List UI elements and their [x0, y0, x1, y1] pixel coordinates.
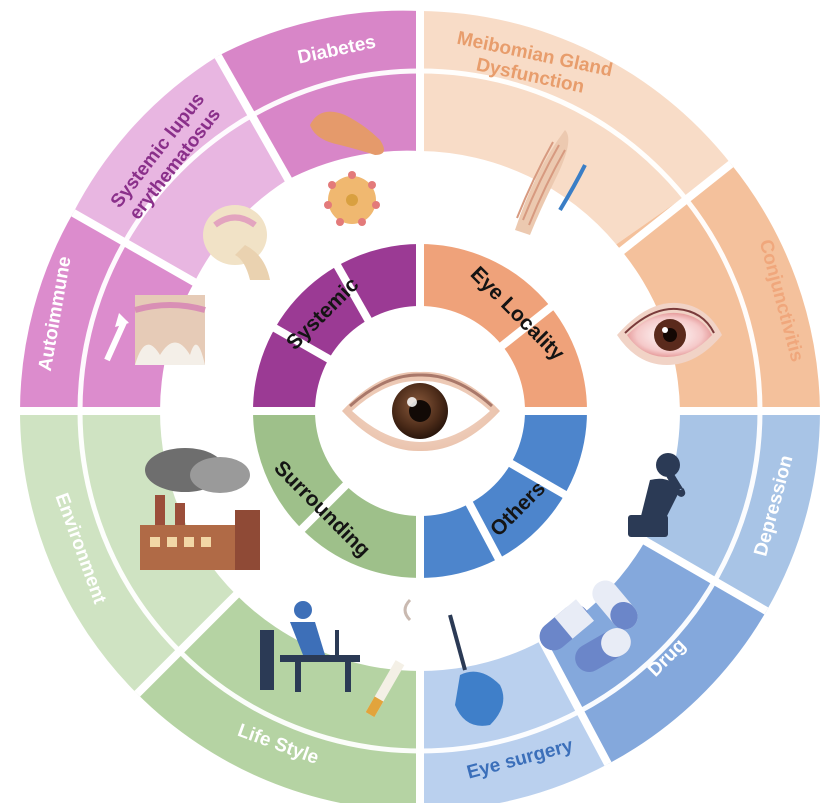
- eye-icon: [342, 371, 500, 452]
- segment-meibomian-gland-dysfunction[interactable]: [420, 11, 731, 245]
- desk-smoking-icon: [260, 598, 412, 718]
- red-eye-icon: [617, 302, 722, 365]
- eyelid-gland-icon: [515, 130, 587, 235]
- joint-icon: [203, 205, 270, 280]
- segment-environment[interactable]: [20, 411, 237, 694]
- center-eye: [319, 310, 521, 512]
- scalpel-icon: [448, 614, 504, 726]
- segment-life-style[interactable]: [137, 594, 420, 803]
- capsule-icon: [539, 580, 638, 672]
- factory-icon: [140, 448, 260, 570]
- skin-tissue-icon: [104, 295, 206, 365]
- segment-depression[interactable]: [645, 411, 820, 611]
- category-eye-locality[interactable]: [420, 241, 590, 411]
- sad-person-icon: [628, 453, 686, 537]
- category-others[interactable]: [420, 411, 590, 581]
- pancreas-icon: [310, 111, 384, 226]
- segment-conjunctivitis[interactable]: [616, 164, 820, 411]
- segment-drug[interactable]: [541, 541, 767, 764]
- category-systemic[interactable]: [250, 241, 420, 411]
